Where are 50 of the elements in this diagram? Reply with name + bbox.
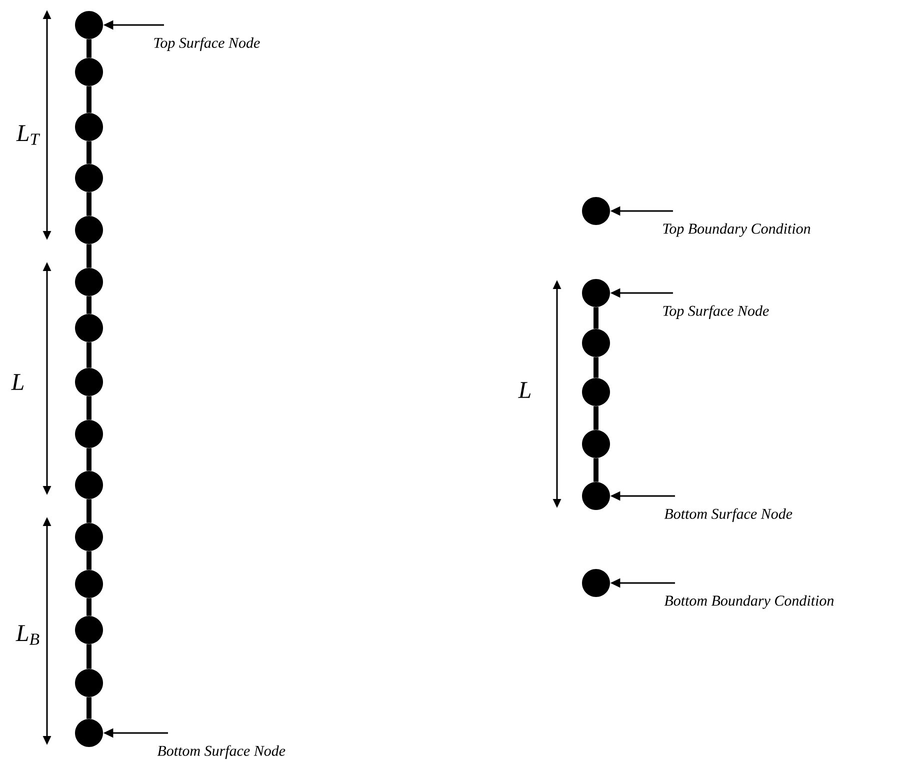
node-dot xyxy=(75,368,103,396)
node-dot xyxy=(582,279,610,307)
chain-line xyxy=(86,396,92,420)
node-dot xyxy=(75,420,103,448)
node-dot xyxy=(75,471,103,499)
node-label: Bottom Surface Node xyxy=(664,508,792,522)
chain-line xyxy=(86,644,92,669)
node-dot xyxy=(75,11,103,39)
chain-line xyxy=(86,141,92,164)
chain-line xyxy=(594,458,598,482)
chain-line xyxy=(86,86,92,113)
chain-line xyxy=(86,296,92,314)
node-dot xyxy=(582,569,610,597)
node-dot xyxy=(582,197,610,225)
dimension-label: L$_{T}$ xyxy=(16,125,40,145)
node-dot xyxy=(75,523,103,551)
chain-line xyxy=(594,357,598,378)
node-dot xyxy=(582,378,610,406)
node-label: Top Boundary Condition xyxy=(663,223,810,237)
chain-line xyxy=(86,697,92,719)
dimension-label: L xyxy=(11,374,24,390)
node-dot xyxy=(75,719,103,747)
chain-line xyxy=(86,448,92,471)
node-dot xyxy=(75,616,103,644)
node-dot xyxy=(75,58,103,86)
node-dot xyxy=(75,570,103,598)
chain-line xyxy=(86,39,92,58)
node-label: Top Surface Node xyxy=(154,37,260,51)
node-dot xyxy=(75,314,103,342)
chain-line xyxy=(86,551,92,570)
node-label: Bottom Surface Node xyxy=(157,745,286,759)
node-dot xyxy=(582,482,610,510)
chain-line xyxy=(594,406,598,430)
node-dot xyxy=(75,164,103,192)
chain-line xyxy=(86,598,92,616)
chain-line xyxy=(86,244,92,268)
node-dot xyxy=(75,216,103,244)
node-dot xyxy=(75,113,103,141)
dimension-label: L xyxy=(518,382,531,398)
chain-line xyxy=(86,342,92,368)
node-dot xyxy=(582,430,610,458)
chain-line xyxy=(86,192,92,216)
chain-line xyxy=(86,499,92,523)
node-dot xyxy=(75,268,103,296)
node-label: Top Surface Node xyxy=(663,305,769,319)
node-dot xyxy=(582,329,610,357)
dimension-label: L$_{B}$ xyxy=(16,625,40,645)
node-dot xyxy=(75,669,103,697)
node-label: Bottom Boundary Condition xyxy=(664,595,834,609)
chain-line xyxy=(594,307,598,329)
